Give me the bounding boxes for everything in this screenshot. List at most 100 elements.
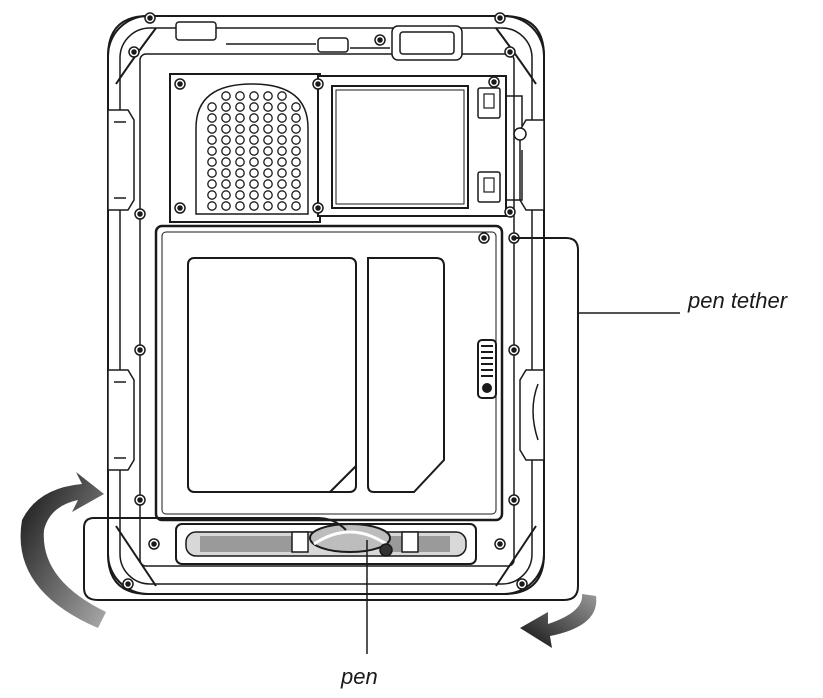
speaker-hole — [235, 124, 245, 134]
speaker-hole — [207, 157, 217, 167]
speaker-hole — [263, 124, 273, 134]
side-handles — [107, 109, 545, 471]
speaker-hole — [221, 179, 231, 189]
speaker-hole — [291, 135, 301, 145]
screw-icon — [174, 202, 186, 214]
speaker-hole — [235, 168, 245, 178]
speaker-hole — [277, 135, 287, 145]
screw-icon — [478, 232, 490, 244]
rotate-arrow-icon — [20, 472, 106, 628]
speaker-hole — [207, 168, 217, 178]
speaker-hole — [277, 168, 287, 178]
speaker-hole — [249, 113, 259, 123]
screw-icon — [374, 34, 386, 46]
speaker-hole — [263, 135, 273, 145]
speaker-hole — [291, 146, 301, 156]
screw-icon — [516, 578, 528, 590]
speaker-hole — [235, 146, 245, 156]
speaker-hole — [277, 179, 287, 189]
speaker-hole — [249, 179, 259, 189]
speaker-hole — [263, 201, 273, 211]
speaker-hole — [291, 102, 301, 112]
screw-icon — [144, 12, 156, 24]
speaker-hole — [207, 146, 217, 156]
speaker-hole — [207, 124, 217, 134]
speaker-hole — [263, 190, 273, 200]
speaker-hole — [207, 102, 217, 112]
speaker-hole — [263, 179, 273, 189]
speaker-hole — [277, 201, 287, 211]
screw-icon — [494, 538, 506, 550]
speaker-hole — [249, 135, 259, 145]
speaker-hole — [277, 124, 287, 134]
battery-pack — [154, 224, 504, 522]
pen-icon[interactable] — [309, 523, 393, 557]
speaker-hole — [221, 135, 231, 145]
speaker-hole — [221, 157, 231, 167]
screw-icon — [174, 78, 186, 90]
speaker-hole — [221, 113, 231, 123]
speaker-hole — [221, 91, 231, 101]
speaker-hole — [249, 157, 259, 167]
screw-icon — [504, 206, 516, 218]
speaker-hole — [207, 113, 217, 123]
speaker-hole — [277, 113, 287, 123]
speaker-hole — [207, 190, 217, 200]
speaker-hole — [221, 201, 231, 211]
speaker-hole — [263, 168, 273, 178]
speaker-hole — [249, 168, 259, 178]
screw-icon — [134, 208, 146, 220]
speaker-hole — [277, 102, 287, 112]
speaker-hole — [235, 179, 245, 189]
speaker-hole — [235, 190, 245, 200]
screw-icon — [148, 538, 160, 550]
speaker-hole — [221, 102, 231, 112]
rotate-arrow-icon-bottom — [520, 594, 597, 648]
pen-tether-label: pen tether — [688, 288, 788, 313]
screw-icon — [488, 76, 500, 88]
speaker-hole — [207, 135, 217, 145]
speaker-hole — [221, 124, 231, 134]
speaker-hole — [291, 190, 301, 200]
speaker-hole — [235, 135, 245, 145]
speaker-hole — [221, 146, 231, 156]
speaker-hole — [207, 179, 217, 189]
speaker-hole — [263, 146, 273, 156]
speaker-grille — [207, 91, 301, 211]
screw-icon — [312, 78, 324, 90]
speaker-hole — [291, 124, 301, 134]
battery-latch-icon[interactable] — [477, 339, 497, 399]
pen-label: pen — [341, 664, 378, 689]
speaker-hole — [263, 91, 273, 101]
speaker-hole — [235, 113, 245, 123]
speaker-hole — [249, 190, 259, 200]
speaker-hole — [277, 91, 287, 101]
screw-icon — [128, 46, 140, 58]
screw-icon — [312, 202, 324, 214]
speaker-hole — [249, 102, 259, 112]
speaker-hole — [263, 157, 273, 167]
speaker-hole — [249, 124, 259, 134]
speaker-hole — [249, 146, 259, 156]
screw-icon — [122, 578, 134, 590]
speaker-panel — [169, 73, 321, 223]
speaker-hole — [249, 201, 259, 211]
screw-icon — [508, 494, 520, 506]
speaker-hole — [291, 157, 301, 167]
screw-icon — [134, 494, 146, 506]
speaker-hole — [235, 91, 245, 101]
speaker-hole — [263, 102, 273, 112]
speaker-hole — [221, 168, 231, 178]
speaker-hole — [277, 146, 287, 156]
speaker-hole — [291, 168, 301, 178]
speaker-hole — [263, 113, 273, 123]
pen-tether-line — [83, 237, 579, 601]
top-connectors — [175, 21, 463, 61]
speaker-hole — [291, 201, 301, 211]
screw-icon — [134, 344, 146, 356]
speaker-hole — [277, 190, 287, 200]
speaker-hole — [235, 102, 245, 112]
speaker-hole — [291, 113, 301, 123]
speaker-hole — [235, 157, 245, 167]
